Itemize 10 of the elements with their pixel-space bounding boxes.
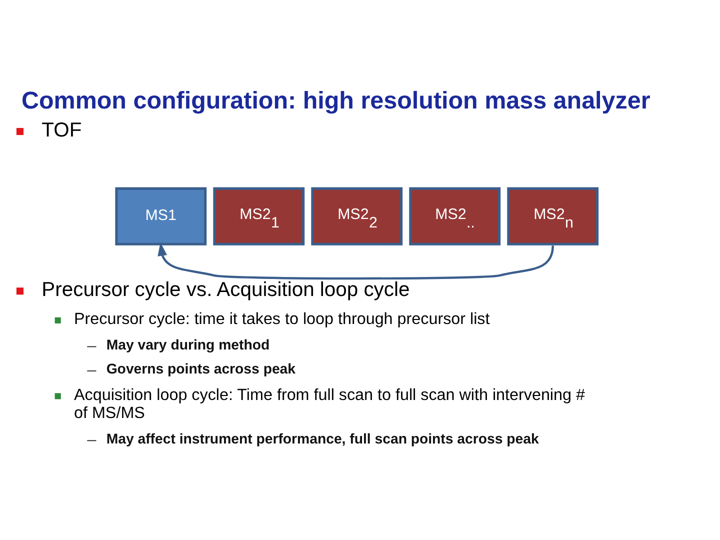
- label: Precursor cycle: time it takes to loop through precursor list: [74, 310, 490, 328]
- diagram-title: Common configuration: high resolution mass analyzer: [20, 86, 650, 114]
- arrow: [157, 242, 554, 280]
- label: May vary during method: [106, 336, 270, 352]
- node-box: MS1: [114, 186, 206, 245]
- label: Governs points across peak: [106, 360, 296, 376]
- label: Precursor cycle vs. Acquisition loop cycle: [41, 278, 410, 301]
- label: Acquisition loop cycle: Time from full scan to full scan with intervening # of MS/MS: [74, 386, 584, 422]
- label: TOF: [41, 119, 82, 142]
- label: May affect instrument performance, full scan points across peak: [106, 430, 538, 446]
